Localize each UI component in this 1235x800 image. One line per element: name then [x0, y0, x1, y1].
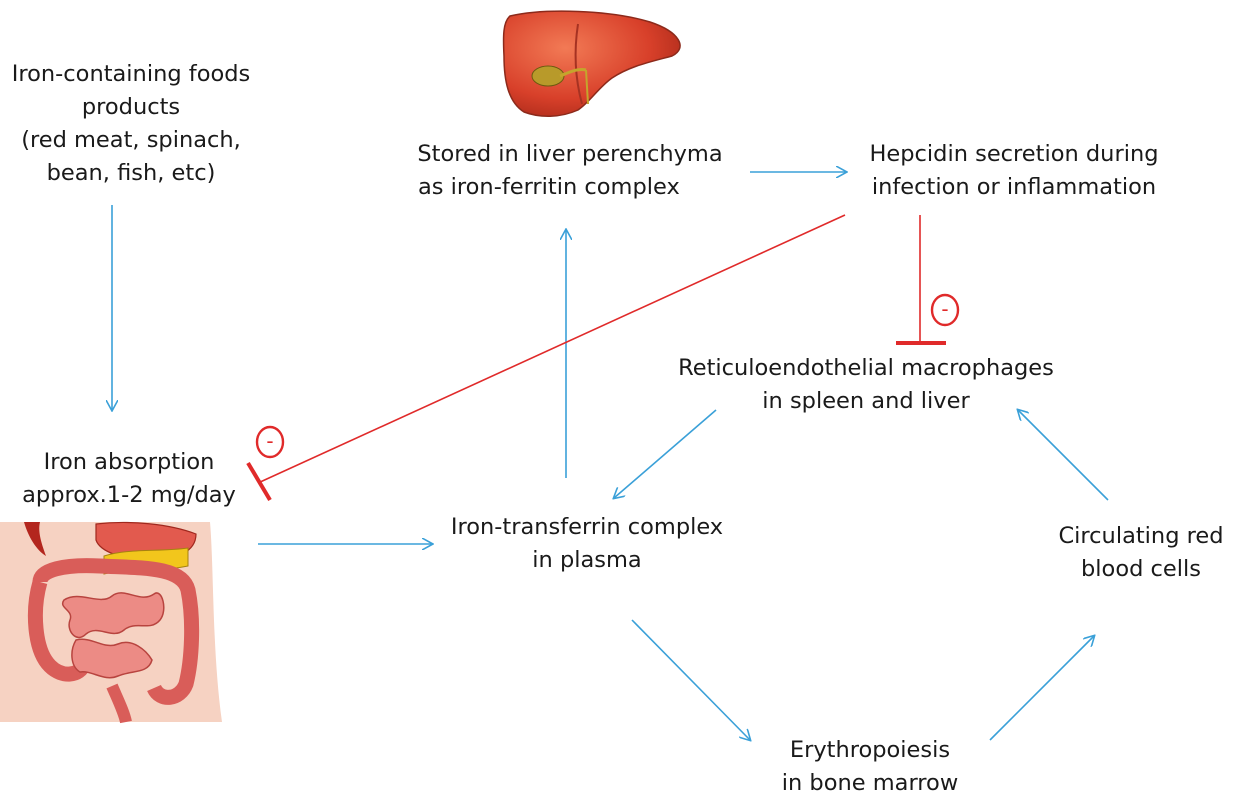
- liver-illustration: [504, 11, 681, 116]
- node-line: Hepcidin secretion during: [846, 138, 1182, 171]
- node-line: infection or inflammation: [846, 171, 1182, 204]
- node-line: as iron-ferritin complex: [400, 171, 740, 204]
- node-line: bean, fish, etc): [0, 157, 262, 190]
- node-line: in bone marrow: [760, 767, 980, 800]
- arrow-macrophages-to-transferrin: [614, 410, 716, 498]
- svg-text:-: -: [941, 297, 948, 321]
- svg-text:-: -: [266, 429, 273, 453]
- node-line: approx.1-2 mg/day: [0, 479, 258, 512]
- node-red-blood-cells: Circulating red blood cells: [1046, 520, 1235, 586]
- arrow-erythropoiesis-to-rbc: [990, 636, 1094, 740]
- node-line: blood cells: [1046, 553, 1235, 586]
- node-line: (red meat, spinach,: [0, 124, 262, 157]
- node-line: products: [0, 91, 262, 124]
- node-iron-transferrin: Iron-transferrin complex in plasma: [430, 511, 744, 577]
- minus-circle-icon: -: [254, 424, 288, 462]
- node-macrophages: Reticuloendothelial macrophages in splee…: [662, 352, 1070, 418]
- node-iron-foods: Iron-containing foods products (red meat…: [0, 58, 262, 190]
- node-line: Erythropoiesis: [760, 734, 980, 767]
- arrow-transferrin-to-erythropoiesis: [632, 620, 750, 740]
- node-line: Circulating red: [1046, 520, 1235, 553]
- node-iron-absorption: Iron absorption approx.1-2 mg/day: [0, 446, 258, 512]
- inhibit-hepcidin-to-absorption: [258, 215, 845, 483]
- minus-circle-icon: -: [929, 292, 963, 330]
- node-line: in spleen and liver: [662, 385, 1070, 418]
- node-line: in plasma: [430, 544, 744, 577]
- node-erythropoiesis: Erythropoiesis in bone marrow: [760, 734, 980, 800]
- node-line: Stored in liver perenchyma: [400, 138, 740, 171]
- node-line: Reticuloendothelial macrophages: [662, 352, 1070, 385]
- node-hepcidin: Hepcidin secretion during infection or i…: [846, 138, 1182, 204]
- node-line: Iron-transferrin complex: [430, 511, 744, 544]
- node-line: Iron-containing foods: [0, 58, 262, 91]
- arrow-rbc-to-macrophages: [1018, 410, 1108, 500]
- abdomen-illustration: [0, 522, 222, 722]
- node-liver-storage: Stored in liver perenchyma as iron-ferri…: [400, 138, 740, 204]
- node-line: Iron absorption: [0, 446, 258, 479]
